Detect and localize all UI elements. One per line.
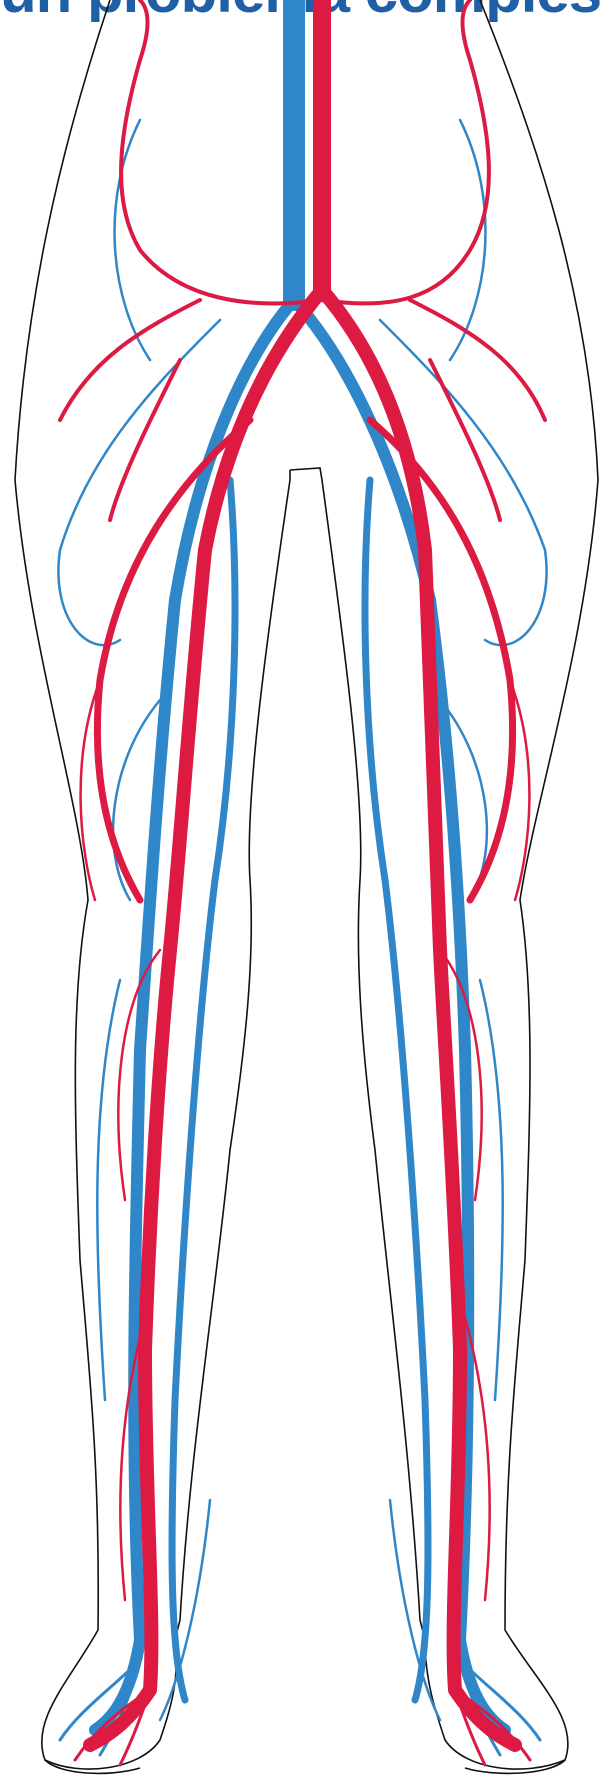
right-iliac-branches	[322, 0, 545, 520]
left-foot-toes	[45, 1760, 140, 1773]
right-great-saphenous-vein	[365, 480, 428, 1700]
left-great-saphenous-vein	[172, 480, 235, 1700]
left-iliac-branches	[60, 0, 322, 520]
right-leg-inner-outline	[322, 480, 425, 1640]
left-femoral-vein	[95, 300, 294, 1730]
crotch-outline	[290, 468, 322, 480]
body-outline	[15, 0, 598, 1773]
right-femoral-artery	[322, 290, 515, 1745]
right-foot-toes	[465, 1760, 565, 1773]
